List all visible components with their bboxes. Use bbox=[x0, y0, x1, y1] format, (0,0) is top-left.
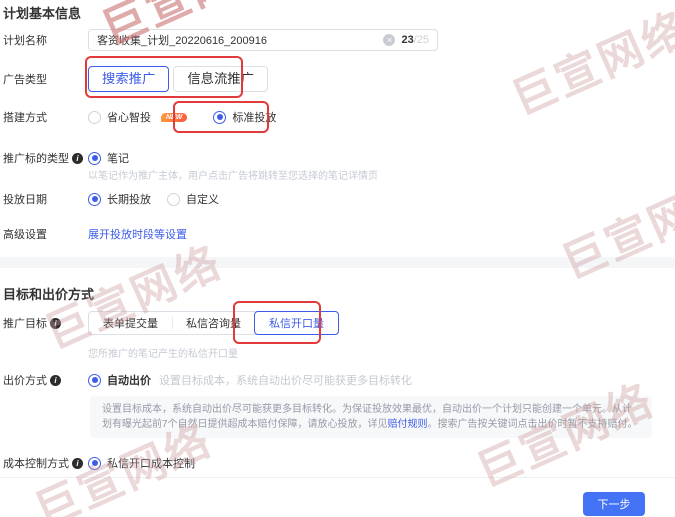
radio-checked-icon[interactable] bbox=[88, 373, 101, 387]
build-mode-option-smart[interactable]: 省心智投 NEW bbox=[88, 109, 188, 125]
bidding-option-auto-label: 自动出价 bbox=[107, 375, 151, 387]
schedule-option-longterm[interactable]: 长期投放 bbox=[88, 191, 151, 207]
plan-name-value: 客资收集_计划_20220616_200916 bbox=[97, 35, 268, 47]
radio-unchecked-icon[interactable] bbox=[88, 110, 101, 124]
schedule-row: 投放日期 长期投放 自定义 bbox=[3, 191, 219, 207]
cost-control-option-dm-open[interactable]: 私信开口成本控制 bbox=[88, 455, 195, 471]
build-mode-row: 搭建方式 省心智投 NEW 标准投放 bbox=[3, 109, 276, 125]
goal-description: 您所推广的笔记产生的私信开口量 bbox=[88, 349, 238, 360]
next-step-button[interactable]: 下一步 bbox=[583, 492, 645, 516]
advanced-settings-label: 高级设置 bbox=[3, 229, 47, 241]
build-mode-label: 搭建方式 bbox=[3, 112, 47, 124]
goal-label-text: 推广目标 bbox=[3, 318, 47, 330]
bidding-row: 出价方式 自动出价 设置目标成本，系统自动出价尽可能获更多目标转化 bbox=[3, 372, 412, 388]
footer-divider bbox=[0, 477, 675, 478]
watermark: 巨宣网络 bbox=[504, 3, 675, 125]
ad-type-row: 广告类型 搜索推广 信息流推广 bbox=[3, 66, 272, 92]
info-icon[interactable] bbox=[50, 317, 61, 329]
char-count-max: /25 bbox=[413, 34, 429, 46]
plan-name-row: 计划名称 客资收集_计划_20220616_200916 23/25 bbox=[3, 29, 438, 51]
plan-name-label: 计划名称 bbox=[3, 35, 47, 47]
goal-row: 推广目标 表单提交量 私信咨询量 私信开口量 bbox=[3, 311, 339, 335]
goal-option-dm-open[interactable]: 私信开口量 bbox=[254, 311, 339, 335]
ad-type-option-feed[interactable]: 信息流推广 bbox=[173, 66, 268, 92]
radio-unchecked-icon[interactable] bbox=[167, 192, 180, 206]
info-icon[interactable] bbox=[72, 457, 83, 469]
goal-option-dm-inquiry[interactable]: 私信咨询量 bbox=[172, 312, 255, 334]
section-divider bbox=[0, 257, 675, 268]
goal-label: 推广目标 bbox=[3, 315, 88, 331]
bidding-note-text-2: 。搜索广告按关键词点击出价时暂不支持赔付。 bbox=[427, 419, 638, 430]
bidding-label: 出价方式 bbox=[3, 372, 88, 388]
plan-name-input[interactable]: 客资收集_计划_20220616_200916 23/25 bbox=[88, 29, 438, 51]
build-mode-option-standard[interactable]: 标准投放 bbox=[213, 109, 276, 125]
ad-type-option-search[interactable]: 搜索推广 bbox=[88, 66, 170, 92]
watermark: 巨宣网络 bbox=[554, 167, 675, 289]
target-type-description: 以笔记作为推广主体，用户点击广告将跳转至您选择的笔记详情页 bbox=[88, 171, 378, 182]
bidding-note: 设置目标成本，系统自动出价尽可能获更多目标转化。为保证投放效果最优，自动出价一个… bbox=[90, 396, 652, 438]
new-badge: NEW bbox=[161, 112, 188, 122]
target-type-label: 推广标的类型 bbox=[3, 150, 88, 166]
target-type-row: 推广标的类型 笔记 bbox=[3, 150, 129, 166]
bidding-option-auto[interactable]: 自动出价 bbox=[88, 372, 151, 388]
char-count-current: 23 bbox=[401, 34, 414, 46]
goal-option-form-submit[interactable]: 表单提交量 bbox=[103, 318, 158, 330]
schedule-label: 投放日期 bbox=[3, 194, 47, 206]
schedule-option-longterm-label: 长期投放 bbox=[107, 194, 151, 206]
section-title-goal-bidding: 目标和出价方式 bbox=[3, 287, 95, 302]
schedule-option-custom-label: 自定义 bbox=[186, 194, 219, 206]
radio-checked-icon[interactable] bbox=[88, 151, 101, 165]
cost-control-label-text: 成本控制方式 bbox=[3, 458, 69, 470]
ad-type-label: 广告类型 bbox=[3, 74, 47, 86]
radio-checked-icon[interactable] bbox=[213, 110, 227, 124]
target-type-option-note[interactable]: 笔记 bbox=[88, 150, 129, 166]
cost-control-option-label: 私信开口成本控制 bbox=[107, 458, 195, 470]
char-counter: 23/25 bbox=[401, 34, 429, 46]
bidding-hint: 设置目标成本，系统自动出价尽可能获更多目标转化 bbox=[159, 375, 412, 387]
goal-segmented-control: 表单提交量 私信咨询量 私信开口量 bbox=[88, 311, 339, 335]
schedule-option-custom[interactable]: 自定义 bbox=[167, 191, 219, 207]
bidding-label-text: 出价方式 bbox=[3, 375, 47, 387]
target-type-label-text: 推广标的类型 bbox=[3, 153, 69, 165]
target-type-option-note-label: 笔记 bbox=[107, 153, 129, 165]
bidding-note-text: 设置目标成本，系统自动出价尽可能获更多目标转化。为保证投放效果最优，自动出价一个… bbox=[102, 404, 632, 430]
section-title-basic-info: 计划基本信息 bbox=[3, 6, 82, 21]
clear-icon[interactable] bbox=[383, 34, 396, 46]
radio-checked-icon[interactable] bbox=[88, 192, 101, 206]
info-icon[interactable] bbox=[72, 152, 83, 164]
cost-control-row: 成本控制方式 私信开口成本控制 bbox=[3, 455, 195, 471]
compensation-rules-link[interactable]: 赔付规则 bbox=[387, 419, 428, 430]
advanced-settings-row: 高级设置 展开投放时段等设置 bbox=[3, 226, 187, 242]
cost-control-label: 成本控制方式 bbox=[3, 455, 88, 471]
info-icon[interactable] bbox=[50, 374, 61, 386]
build-mode-option-smart-label: 省心智投 bbox=[107, 112, 151, 124]
radio-checked-icon[interactable] bbox=[88, 456, 101, 470]
expand-schedule-settings-link[interactable]: 展开投放时段等设置 bbox=[88, 229, 187, 241]
build-mode-option-standard-label: 标准投放 bbox=[232, 112, 277, 124]
